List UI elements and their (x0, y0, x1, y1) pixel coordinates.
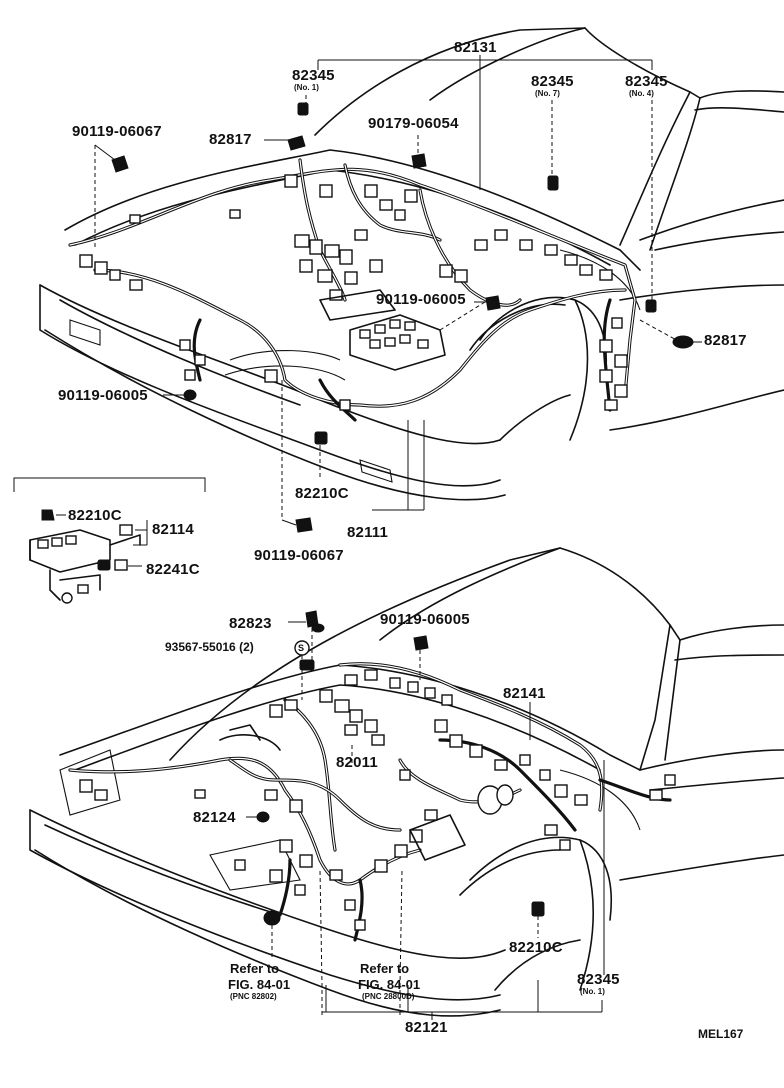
figure-ref-1: FIG. 84-01 (228, 977, 291, 992)
part-82121-label: 82121 (405, 1019, 448, 1036)
part-90119-06067-top-label: 90119-06067 (72, 123, 162, 140)
part-82345-no7-label: 82345 (531, 73, 574, 90)
bottom-fasteners (256, 610, 545, 926)
pnc-ref-2: (PNC 28800D) (362, 992, 415, 1001)
part-93567-55016-label: 93567-55016 (2) (165, 640, 254, 654)
bottom-wire-harness (68, 662, 672, 942)
refer-to-text-2: Refer to (360, 961, 410, 976)
part-82210c-bottom-label: 82210C (509, 939, 563, 956)
part-82823-label: 82823 (229, 615, 272, 632)
bottom-connectors (79, 669, 676, 931)
part-90179-06054-label: 90179-06054 (368, 115, 459, 132)
top-vehicle-body (39, 27, 784, 501)
part-82817-top-label: 82817 (209, 131, 252, 148)
part-90119-06005-left-label: 90119-06005 (58, 387, 148, 404)
inset-part-82114-label: 82114 (152, 521, 194, 538)
bottom-leader-lines (246, 621, 605, 1020)
note-no7: (No. 7) (535, 89, 560, 98)
part-82124-label: 82124 (193, 809, 236, 826)
inset-part-82210c-label: 82210C (68, 507, 122, 524)
note-no1-bottom: (No. 1) (580, 987, 605, 996)
pnc-ref-1: (PNC 82802) (230, 992, 277, 1001)
top-connectors (79, 174, 628, 411)
inset-part-82241c-label: 82241C (146, 561, 200, 578)
part-82345-no4-label: 82345 (625, 73, 668, 90)
part-82111-label: 82111 (347, 524, 389, 541)
part-82131-label: 82131 (454, 39, 497, 56)
top-wire-harness (68, 158, 637, 422)
part-82141-label: 82141 (503, 685, 546, 702)
note-no4: (No. 4) (629, 89, 654, 98)
part-90119-06067-bottom-label: 90119-06067 (254, 547, 344, 564)
diagram-code: MEL167 (698, 1027, 744, 1041)
note-no1-top: (No. 1) (294, 83, 319, 92)
part-90119-06005-bottom-label: 90119-06005 (380, 611, 470, 628)
top-leader-lines (94, 55, 702, 526)
part-82817-right-label: 82817 (704, 332, 747, 349)
symbol-s-mark: S (298, 643, 305, 653)
part-82011-label: 82011 (336, 754, 378, 771)
figure-ref-2: FIG. 84-01 (358, 977, 421, 992)
part-90119-06005-mid-label: 90119-06005 (376, 291, 466, 308)
inset-82114 (13, 477, 206, 604)
part-82210c-mid-label: 82210C (295, 485, 349, 502)
part-82345-no1-top-label: 82345 (292, 67, 335, 84)
top-fasteners (111, 102, 694, 533)
part-82345-no1-bottom-label: 82345 (577, 971, 620, 988)
refer-to-text-1: Refer to (230, 961, 280, 976)
